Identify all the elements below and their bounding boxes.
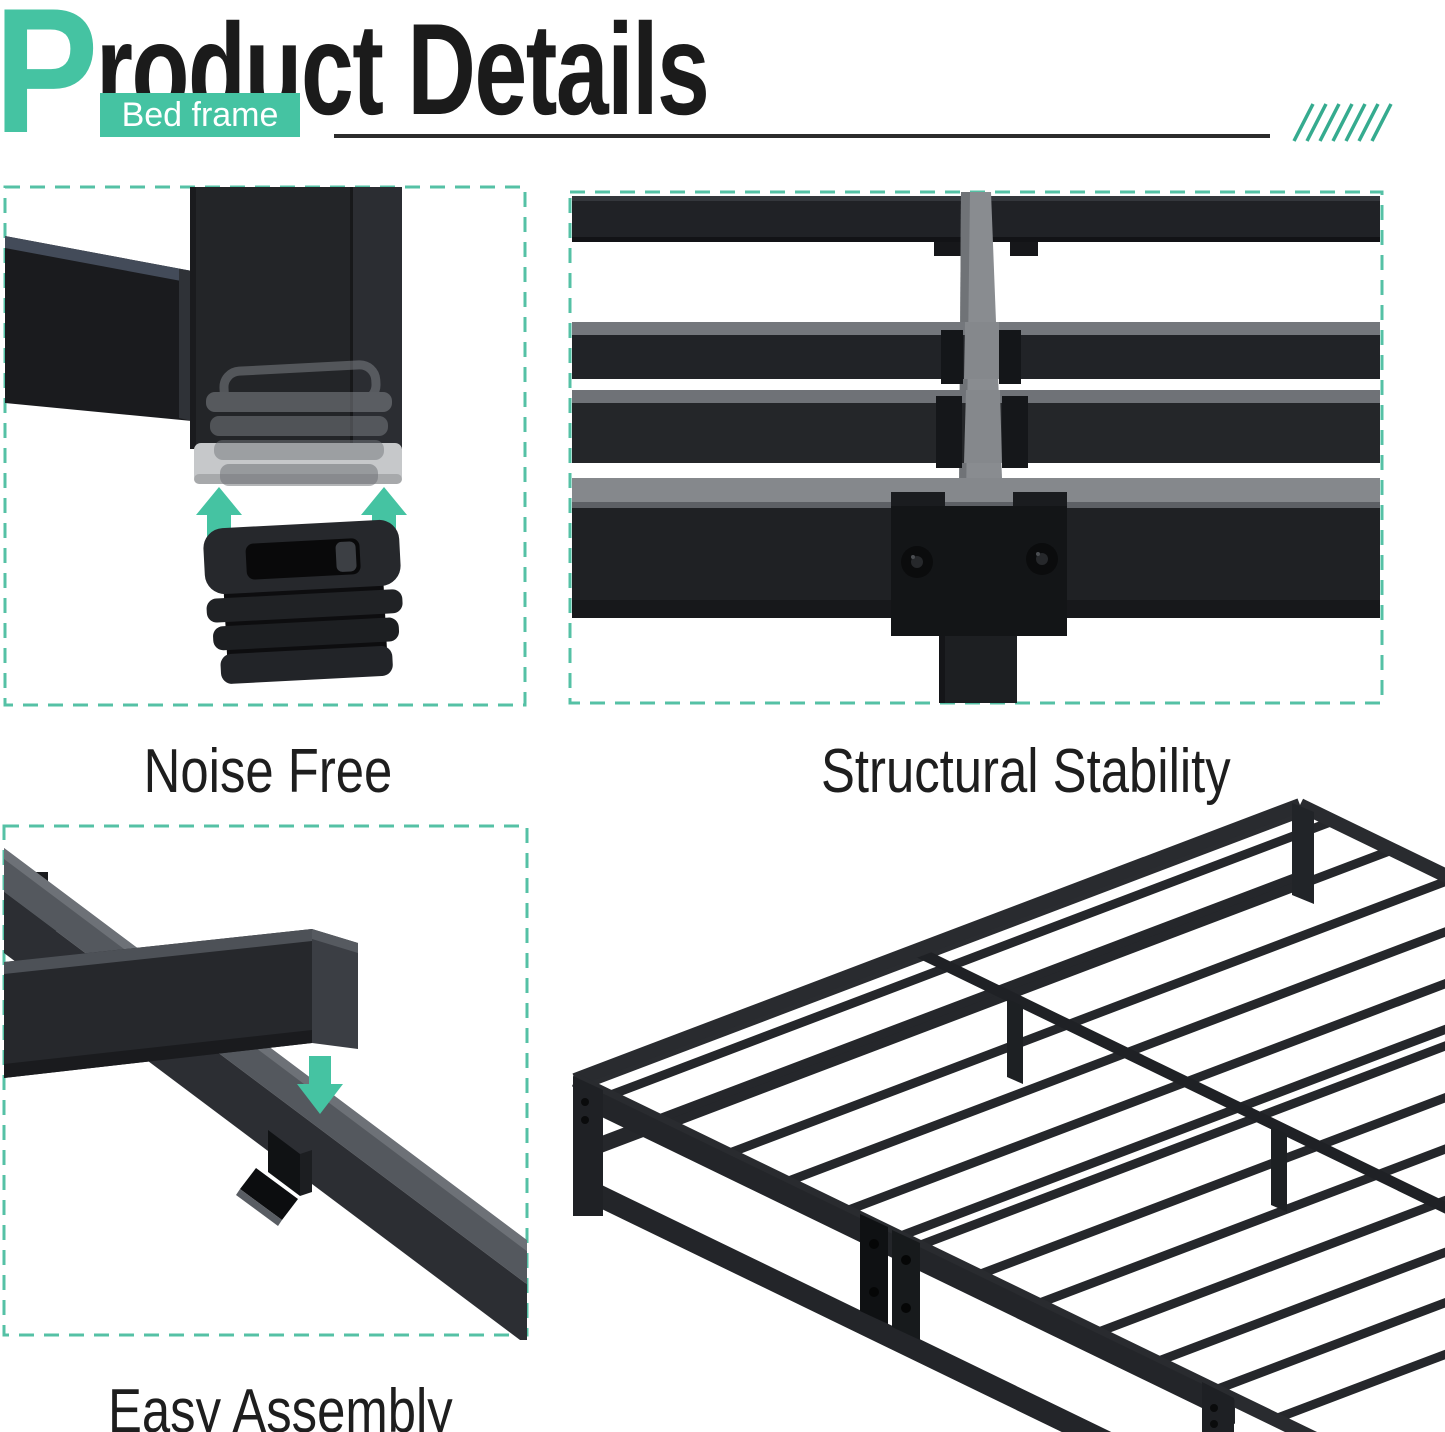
feature-label-easy-assembly: Easy Assembly [108, 1377, 453, 1432]
structural-stability-photo [572, 192, 1380, 703]
feature-label-noise-free: Noise Free [143, 737, 393, 806]
easy-assembly-photo [4, 848, 527, 1340]
feature-label-structural-stability: Structural Stability [821, 737, 1231, 806]
down-arrow-icon [297, 1056, 343, 1114]
easy-assembly-dashed-border [2, 824, 529, 1337]
noise-free-photo [5, 187, 407, 684]
category-badge: Bed frame [100, 93, 300, 137]
page-title-initial: P [0, 0, 99, 170]
slash-marks-icon [1292, 103, 1393, 142]
bed-frame-photo [571, 798, 1445, 1432]
header-underline [334, 134, 1270, 138]
up-arrow-icon [196, 487, 242, 537]
